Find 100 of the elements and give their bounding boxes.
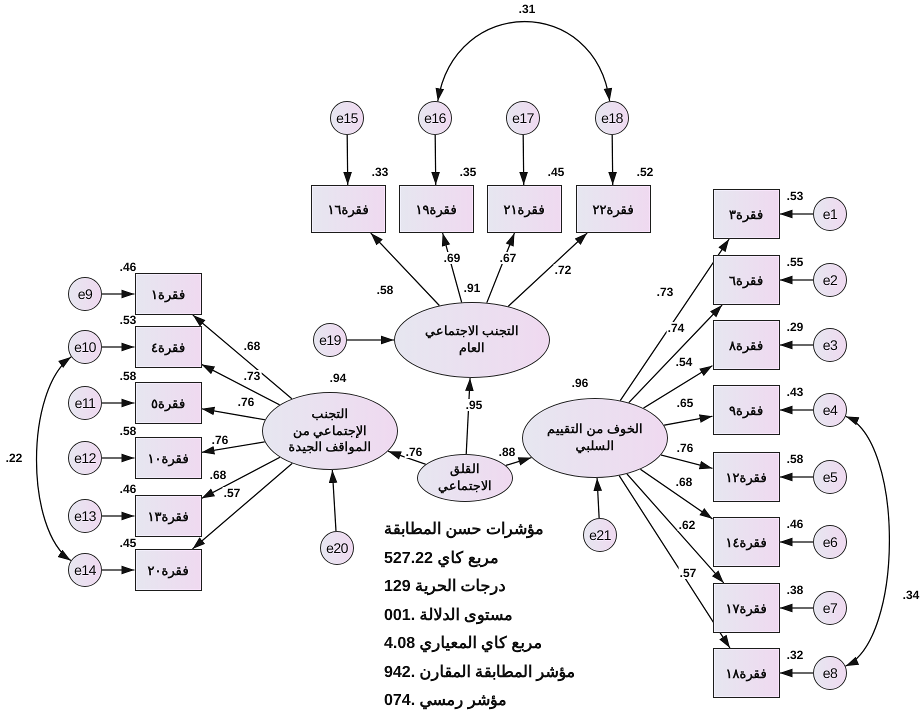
item-box: فقرة٩ [712,385,780,435]
arrow [442,232,462,302]
fit-indices-heading: مؤشرات حسن المطابقة [384,520,544,540]
arrow [780,406,813,414]
arrow [370,232,440,306]
r-squared-value: .46 [120,483,136,495]
error-circle: e6 [813,525,847,559]
arrow [192,462,293,550]
arrow [347,336,394,344]
path-coefficient: .34 [902,589,920,601]
error-circle: e10 [68,330,102,364]
path-coefficient: .67 [498,252,518,264]
error-circle: e11 [68,386,102,420]
error-circle: e12 [68,441,102,475]
r-squared-value: .35 [460,166,476,178]
path-coefficient: .65 [676,397,694,409]
error-circle: e13 [68,499,102,533]
r-squared-value: .43 [786,386,804,398]
arrow [780,472,813,482]
path-coefficient: .88 [498,446,516,458]
path-coefficient: .73 [656,286,674,298]
r-squared-value: .45 [548,166,564,178]
error-circle: e14 [68,553,102,587]
latent-ellipse: الخوف من التقييم السلبي [522,398,668,478]
arrow [102,454,134,462]
item-box: فقرة١٩ [398,185,474,233]
path-coefficient: .62 [678,519,696,531]
arrow [626,474,724,584]
fit-index-line: مؤشر رمسي .074 [384,691,508,712]
arrow [780,276,813,284]
arrow [102,398,134,408]
r-squared-value: .46 [120,261,136,273]
arrow [780,604,813,612]
item-box: فقرة١٦ [310,185,386,233]
item-box: فقرة١٨ [712,648,780,698]
error-circle: e2 [813,263,847,297]
error-circle: e8 [813,656,847,690]
path-coefficient: .57 [678,567,698,579]
arrow [508,232,588,307]
r-squared-value: .52 [636,166,654,178]
arrow [780,668,813,678]
arrow [519,135,528,185]
item-box: فقرة١٠ [134,437,202,479]
covariance-arrow [437,20,611,102]
item-box: فقرة١٣ [134,495,202,537]
item-box: فقرة٤ [134,326,202,368]
path-coefficient: .72 [554,264,572,276]
path-coefficient: .22 [4,452,24,464]
arrow [328,470,338,532]
r-squared-value: .32 [786,649,804,661]
item-box: فقرة١٢ [712,452,780,502]
arrow [201,406,265,420]
arrow [664,414,713,426]
item-box: فقرة١ [134,273,202,315]
r-squared-value: .94 [330,372,346,384]
arrow [593,478,602,518]
fit-index-line: مربع كاي المعياري 4.08 [384,634,542,654]
arrow [102,566,134,574]
arrow [343,135,352,185]
r-squared-value: .29 [786,321,804,333]
r-squared-value: .33 [372,166,388,178]
item-box: فقرة٢١ [486,185,562,233]
error-circle: e7 [813,591,847,625]
error-circle: e4 [813,393,847,427]
path-coefficient: .76 [236,396,256,408]
r-squared-value: .53 [786,190,804,202]
path-coefficient: .31 [518,3,536,15]
error-circle: e15 [330,101,364,135]
covariance-arrow [36,356,72,562]
error-circle: e21 [583,518,617,552]
item-box: فقرة١٤ [712,517,780,567]
path-coefficient: .73 [242,370,262,382]
fit-index-line: درجات الحرية 129 [384,577,506,598]
error-circle: e3 [813,328,847,362]
path-coefficient: .76 [210,434,230,446]
arrow [780,210,813,218]
item-box: فقرة٥ [134,382,202,424]
path-coefficient: .54 [674,356,694,368]
arrow [102,512,134,520]
r-squared-value: .58 [786,453,804,465]
path-coefficient: .69 [442,252,462,264]
latent-ellipse: التجنب الاجتماعي العام [394,302,550,378]
arrow [640,468,713,520]
item-box: فقرة٣ [712,189,780,239]
item-box: فقرة٢٠ [134,549,202,591]
arrow [388,450,426,465]
arrow [660,454,713,470]
arrow [102,290,134,298]
error-circle: e5 [813,460,847,494]
r-squared-value: .58 [120,370,136,382]
item-box: فقرة٢٢ [576,185,650,233]
fit-index-line: مستوى الدلالة .001 [384,606,514,626]
error-circle: e9 [68,277,102,311]
arrow [608,135,617,185]
error-circle: e16 [418,101,452,135]
arrow [618,475,730,648]
r-squared-value: .45 [120,537,136,549]
arrow [780,538,813,546]
r-squared-value: .58 [120,425,136,437]
path-coefficient: .68 [242,340,262,352]
